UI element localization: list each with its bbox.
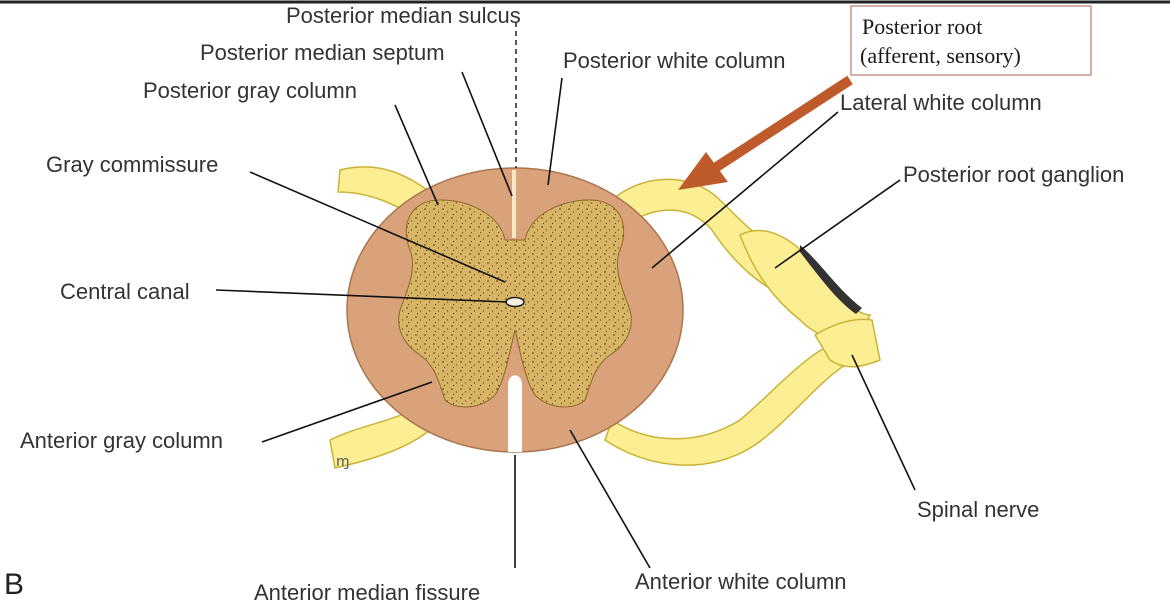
label-posterior-gray-column: Posterior gray column: [143, 78, 357, 103]
label-lateral-white-column: Lateral white column: [840, 90, 1042, 115]
label-anterior-white-column: Anterior white column: [635, 569, 847, 594]
spinal-nerve-trunk: [813, 318, 881, 368]
label-anterior-gray-column: Anterior gray column: [20, 428, 223, 453]
leader-posterior-median-septum: [461, 71, 513, 197]
leader-anterior-white-column: [569, 429, 651, 569]
label-posterior-white-column: Posterior white column: [563, 48, 786, 73]
leader-gray-commissure: [249, 171, 506, 283]
central-canal: [505, 296, 525, 308]
label-gray-commissure: Gray commissure: [46, 152, 218, 177]
leader-posterior-white-column: [547, 77, 563, 186]
anterior-median-fissure-notch: [508, 375, 522, 452]
callout-line-1: Posterior root: [862, 14, 982, 39]
posterior-root-arrowhead: [678, 152, 728, 190]
label-spinal-nerve: Spinal nerve: [917, 497, 1039, 522]
leader-anterior-gray-column: [261, 381, 433, 443]
label-posterior-median-sulcus: Posterior median sulcus: [286, 3, 521, 28]
leader-lateral-white-column: [651, 111, 839, 269]
label-anterior-median-fissure: Anterior median fissure: [254, 580, 480, 605]
posterior-root-callout-box: [850, 5, 1092, 76]
posterior-root-arrow-shaft: [712, 75, 853, 173]
ganglion-dark-edge: [800, 245, 862, 314]
leader-posterior-root-ganglion: [774, 179, 901, 269]
leader-central-canal: [215, 289, 508, 303]
leader-spinal-nerve: [851, 354, 916, 491]
callout-line-2: (afferent, sensory): [860, 43, 1021, 68]
label-posterior-root-ganglion: Posterior root ganglion: [903, 162, 1124, 187]
leader-posterior-gray-column: [394, 104, 439, 206]
cut-root-mark: ɱ: [336, 454, 350, 470]
panel-letter: B: [4, 568, 24, 601]
label-posterior-median-septum: Posterior median septum: [200, 40, 445, 65]
label-central-canal: Central canal: [60, 279, 190, 304]
